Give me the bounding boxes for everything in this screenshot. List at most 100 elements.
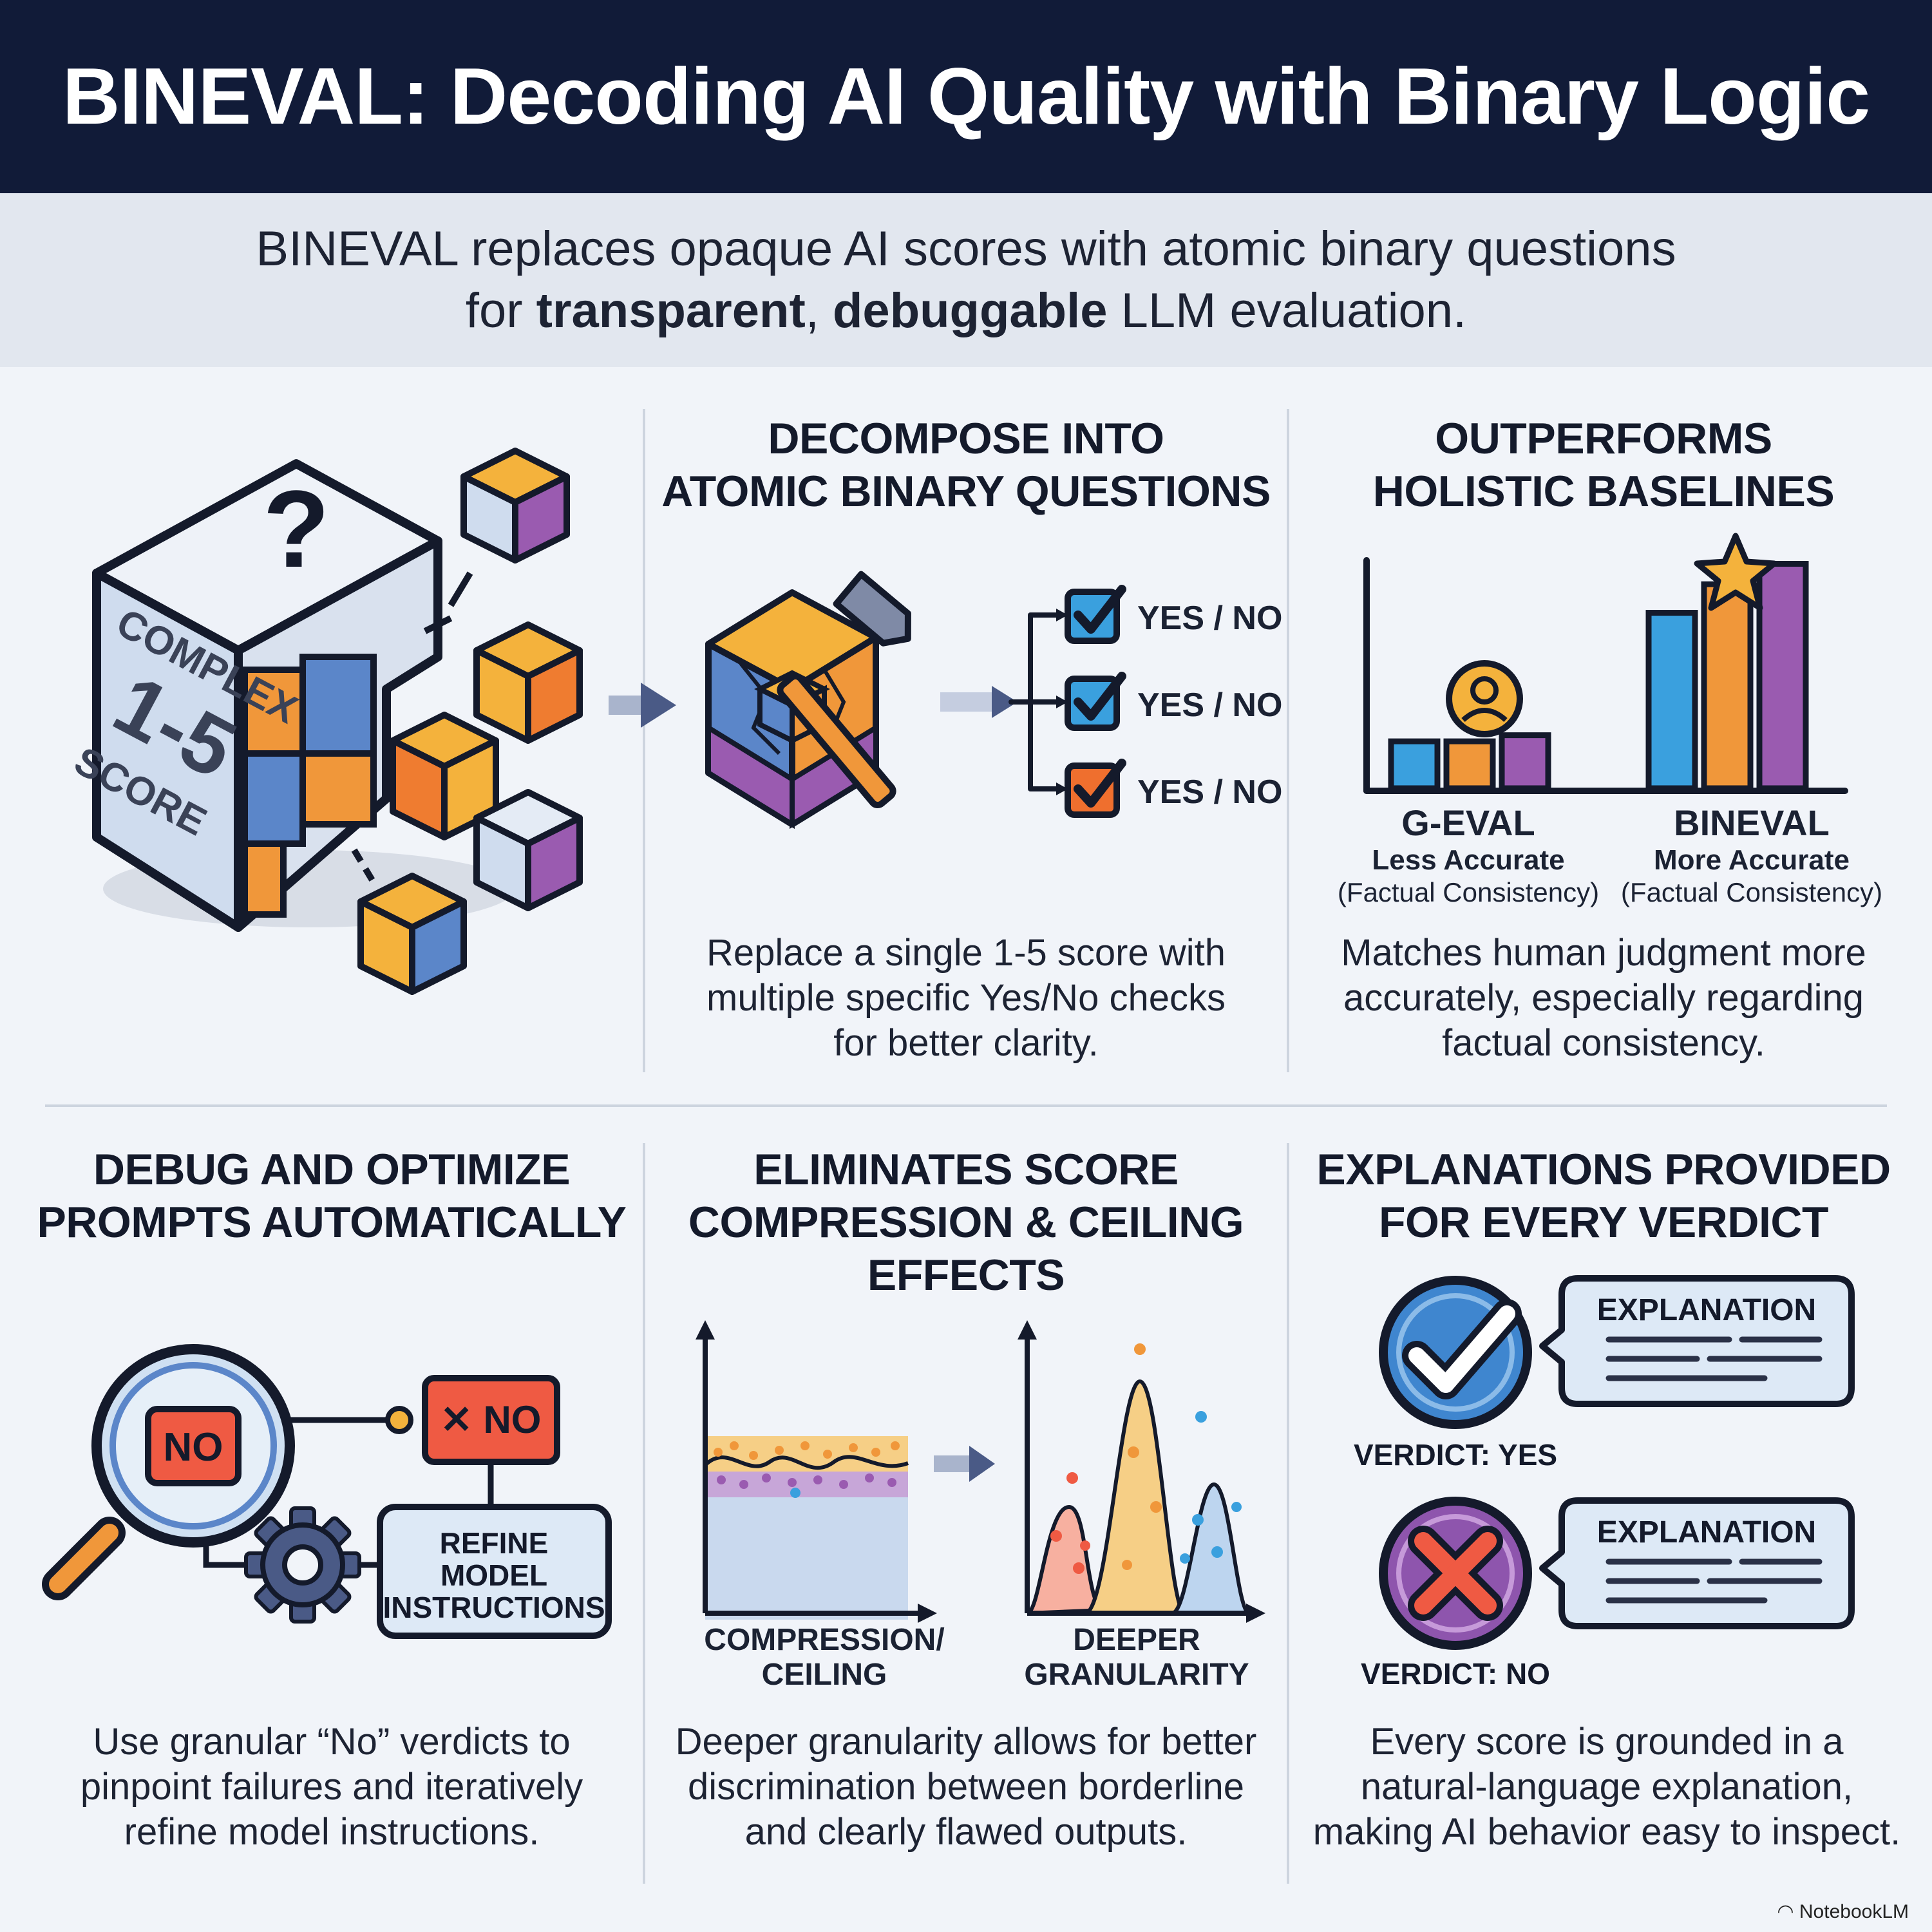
decompose-illustration [705,571,1068,829]
accuracy-bar-chart [1363,533,1848,794]
question-mark: ? [263,468,330,591]
bar-bineval-1 [1645,610,1698,791]
group-metric: (Factual Consistency) [1337,877,1600,907]
title-line: COMPRESSION & CEILING [688,1198,1244,1247]
bar-group-label-geval: G-EVAL Less Accurate (Factual Consistenc… [1327,802,1610,909]
binary-check-item: YES / NO [1063,583,1333,647]
caption-line: discrimination between borderline [687,1766,1245,1808]
title-line: ATOMIC BINARY QUESTIONS [661,467,1271,516]
panel-caption-debug: Use granular “No” verdicts to pinpoint f… [26,1719,638,1855]
title-line: PROMPTS AUTOMATICALLY [37,1198,627,1247]
bar-bineval-3 [1756,561,1809,791]
caption-line: for better clarity. [833,1022,1099,1064]
label-line: GRANULARITY [1024,1658,1249,1692]
title-line: DEBUG AND OPTIMIZE [93,1145,571,1194]
refine-label-line: MODEL [440,1558,547,1592]
granularity-label: DEEPER GRANULARITY [992,1623,1282,1692]
column-divider [1287,1143,1289,1884]
watermark-text: NotebookLM [1799,1901,1909,1922]
label-line: COMPRESSION/ [704,1623,945,1657]
panel-caption-eliminates: Deeper granularity allows for better dis… [650,1719,1282,1855]
debug-illustration: NO ✕ NO REFINE MODEL INSTRUCTIONS [42,1344,612,1639]
title-line: HOLISTIC BASELINES [1372,467,1835,516]
caption-line: multiple specific Yes/No checks [706,977,1226,1019]
subtitle-line-2: for transparent, debuggable LLM evaluati… [466,280,1466,342]
hammer-icon [777,571,911,809]
checkbox-checked-icon [1065,672,1126,731]
panel-caption-outperforms: Matches human judgment more accurately, … [1301,931,1906,1066]
verdict-no-label: VERDICT: NO [1361,1657,1550,1690]
column-divider [643,1143,645,1884]
panel-title-debug: DEBUG AND OPTIMIZE PROMPTS AUTOMATICALLY [26,1143,638,1249]
binary-check-item: YES / NO [1063,670,1333,734]
panel-caption-explanations: Every score is grounded in a natural-lan… [1294,1719,1919,1855]
explanation-bubble [1539,1275,1855,1407]
watermark-logo-icon: ◠ [1777,1901,1799,1922]
title-line: FOR EVERY VERDICT [1378,1198,1829,1247]
check-label: YES / NO [1137,600,1283,637]
complex-score-cube-illustration: ? COMPLEX 1-5 SCORE [67,448,583,995]
subtitle-line-1: BINEVAL replaces opaque AI scores with a… [256,222,1676,276]
star-icon [1694,533,1777,611]
compression-label: COMPRESSION/ CEILING [670,1623,979,1692]
caption-line: natural-language explanation, [1360,1766,1853,1808]
gear-icon [244,1506,361,1624]
header-bar: BINEVAL: Decoding AI Quality with Binary… [0,0,1932,193]
caption-line: Matches human judgment more [1341,932,1866,974]
label-line: DEEPER [1073,1623,1200,1657]
column-divider [643,409,645,1072]
refine-box [377,1504,612,1639]
distribution-comparison-illustration [696,1320,1265,1623]
bar-bineval-2 [1701,581,1754,791]
group-accuracy: More Accurate [1653,844,1850,876]
bar-g-eval-1 [1388,738,1441,791]
caption-line: Use granular “No” verdicts to [93,1721,571,1763]
checkbox-checked-icon [1065,585,1126,644]
subtitle-bold-debuggable: debuggable [833,283,1108,338]
caption-line: Every score is grounded in a [1370,1721,1844,1763]
caption-line: factual consistency. [1442,1022,1765,1064]
magnifier-icon [42,1344,295,1600]
refine-label-line: INSTRUCTIONS [383,1591,605,1624]
label-line: CEILING [761,1658,887,1692]
verdict-explanations-illustration: EXPLANATION VERDICT: YES EXPLANATION VER… [1354,1275,1855,1690]
panel-caption-decompose: Replace a single 1-5 score with multiple… [657,931,1275,1066]
bar-g-eval-2 [1443,738,1496,791]
no-badge-label: ✕ NO [440,1398,542,1441]
bar-g-eval-3 [1499,732,1551,791]
title-line: EXPLANATIONS PROVIDED [1316,1145,1891,1194]
caption-line: refine model instructions. [124,1811,540,1853]
refine-label-line: REFINE [440,1526,549,1560]
group-accuracy: Less Accurate [1372,844,1565,876]
person-badge-icon [1446,660,1523,737]
panel-title-eliminates: ELIMINATES SCORE COMPRESSION & CEILING E… [657,1143,1275,1302]
small-cube [460,448,570,564]
notebooklm-watermark: ◠ NotebookLM [1777,1900,1909,1923]
panel-title-explanations: EXPLANATIONS PROVIDED FOR EVERY VERDICT [1294,1143,1913,1249]
row-divider [45,1104,1887,1107]
subtitle-band: BINEVAL replaces opaque AI scores with a… [0,193,1932,367]
column-divider [1287,409,1289,1072]
granular-distribution-chart [1018,1320,1265,1623]
explanation-bubble [1539,1497,1855,1629]
subtitle-bold-transparent: transparent [536,283,806,338]
caption-line: and clearly flawed outputs. [744,1811,1188,1853]
bar-group-label-bineval: BINEVAL More Accurate (Factual Consisten… [1610,802,1893,909]
checkbox-checked-icon [1065,759,1126,818]
caption-line: Deeper granularity allows for better [675,1721,1257,1763]
arrow-right-icon [609,683,676,728]
compressed-distribution-chart [696,1320,937,1623]
caption-line: making AI behavior easy to inspect. [1312,1811,1901,1853]
title-line: DECOMPOSE INTO [768,414,1164,463]
explanation-label: EXPLANATION [1597,1515,1816,1549]
verdict-no-x-icon [1379,1497,1532,1650]
check-label: YES / NO [1137,773,1283,811]
check-label: YES / NO [1137,687,1283,724]
caption-line: Replace a single 1-5 score with [706,932,1226,974]
small-cube [473,789,583,911]
group-name: BINEVAL [1674,802,1830,843]
title-line: EFFECTS [867,1251,1065,1300]
verdict-yes-check-icon [1379,1276,1532,1429]
subtitle-text: , [805,283,833,338]
group-name: G-EVAL [1401,802,1535,843]
